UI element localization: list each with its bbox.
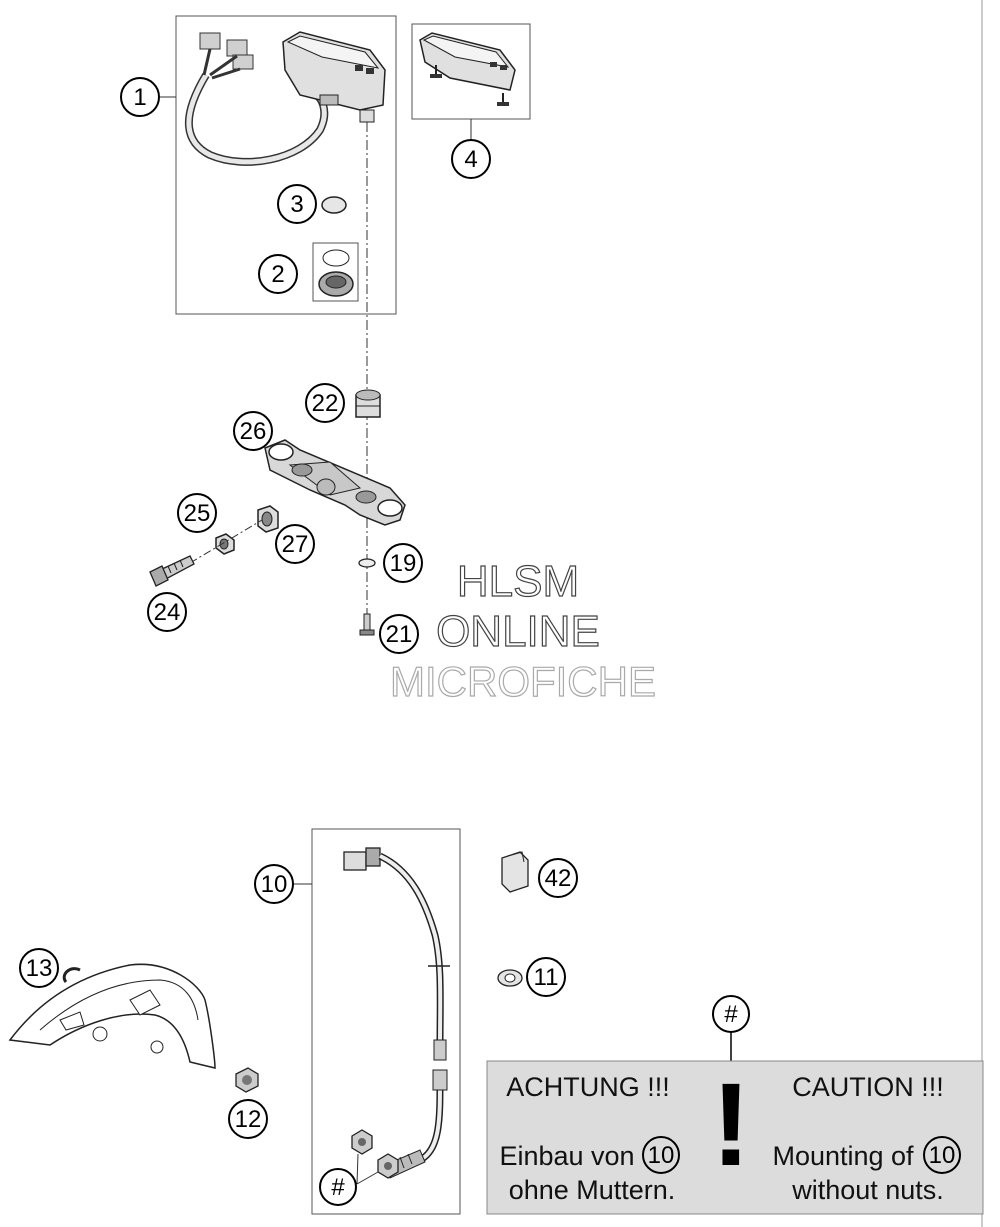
callout-42: 42 <box>538 858 578 898</box>
callout-1: 1 <box>120 77 160 117</box>
callout-24-label: 24 <box>154 599 181 626</box>
screw-axis-line <box>189 519 263 564</box>
callout-12-label: 12 <box>235 1106 262 1133</box>
nuts <box>351 1129 399 1185</box>
callout-11-label: 11 <box>534 964 559 991</box>
callout-2-label: 2 <box>271 261 284 288</box>
grommet-part-27 <box>257 505 279 533</box>
watermark-line-3: MICROFICHE <box>390 658 656 705</box>
ring-part-3 <box>321 196 347 214</box>
callout-21: 21 <box>379 614 419 654</box>
notice-right-line-2: without nuts. <box>791 1175 944 1205</box>
notice-right-heading: CAUTION !!! <box>792 1072 944 1102</box>
callout-25: 25 <box>177 493 217 533</box>
notice-left-line-2: ohne Muttern. <box>509 1175 676 1205</box>
watermark: HLSM ONLINE MICROFICHE <box>389 556 656 705</box>
notice-right-line-1: Mounting of <box>772 1141 914 1171</box>
kit-box-10 <box>311 828 461 1215</box>
notice-left-heading: ACHTUNG !!! <box>506 1072 670 1102</box>
speedometer-cable <box>185 32 329 166</box>
speed-sensor <box>343 847 450 1179</box>
callout-24: 24 <box>147 592 187 632</box>
notice-right-ref: 10 <box>929 1142 956 1169</box>
kit-box-1 <box>175 15 397 315</box>
speedometer-cover <box>419 32 516 106</box>
speedometer-unit <box>282 31 386 123</box>
watermark-line-1: HLSM <box>457 557 579 606</box>
grommet-part-22 <box>355 389 381 418</box>
callout-27-label: 27 <box>282 531 309 558</box>
callout-12: 12 <box>228 1099 268 1139</box>
watermark-line-2: ONLINE <box>436 607 600 656</box>
battery-cover-part-2 <box>312 242 359 302</box>
brake-disc <box>8 963 216 1069</box>
screw-part-21 <box>359 613 375 636</box>
callout-42-label: 42 <box>545 865 572 892</box>
callout-19-label: 19 <box>390 550 417 577</box>
callout-13-label: 13 <box>26 955 53 982</box>
callout-19: 19 <box>383 543 423 583</box>
callout-26: 26 <box>233 411 273 451</box>
clip-part-42 <box>501 851 529 893</box>
clamp-part-11 <box>497 969 523 987</box>
callout-hash-nuts: # <box>319 1168 357 1206</box>
washer-part-19 <box>358 558 376 568</box>
callout-25-label: 25 <box>184 500 211 527</box>
callout-hash-nuts-label: # <box>331 1174 345 1201</box>
callout-10: 10 <box>254 864 294 904</box>
callout-hash-notice-label: # <box>724 1001 738 1028</box>
callout-4-label: 4 <box>464 146 477 173</box>
notice-left-line-1: Einbau von <box>499 1141 634 1171</box>
notice-panel: # ACHTUNG !!! Einbau von 10 ohne Muttern… <box>486 995 984 1215</box>
callout-26-label: 26 <box>240 418 267 445</box>
holder-bracket-part-26 <box>264 439 406 526</box>
notice-left-ref: 10 <box>648 1142 675 1169</box>
bushing-part-25 <box>215 533 235 555</box>
exclamation-mark: ! <box>711 1059 750 1191</box>
callout-27: 27 <box>275 524 315 564</box>
callout-hash-notice: # <box>712 995 750 1033</box>
callout-11: 11 <box>526 957 566 997</box>
callout-2: 2 <box>258 254 298 294</box>
callout-10-label: 10 <box>261 871 288 898</box>
callout-3: 3 <box>277 184 317 224</box>
callout-13: 13 <box>19 948 59 988</box>
callout-22: 22 <box>305 383 345 423</box>
callout-21-label: 21 <box>386 621 413 648</box>
callout-4: 4 <box>451 139 491 179</box>
spacer-part-12 <box>235 1067 259 1093</box>
callout-3-label: 3 <box>290 191 303 218</box>
screw-part-24 <box>149 555 195 587</box>
callout-22-label: 22 <box>312 390 339 417</box>
callout-1-label: 1 <box>133 84 146 111</box>
